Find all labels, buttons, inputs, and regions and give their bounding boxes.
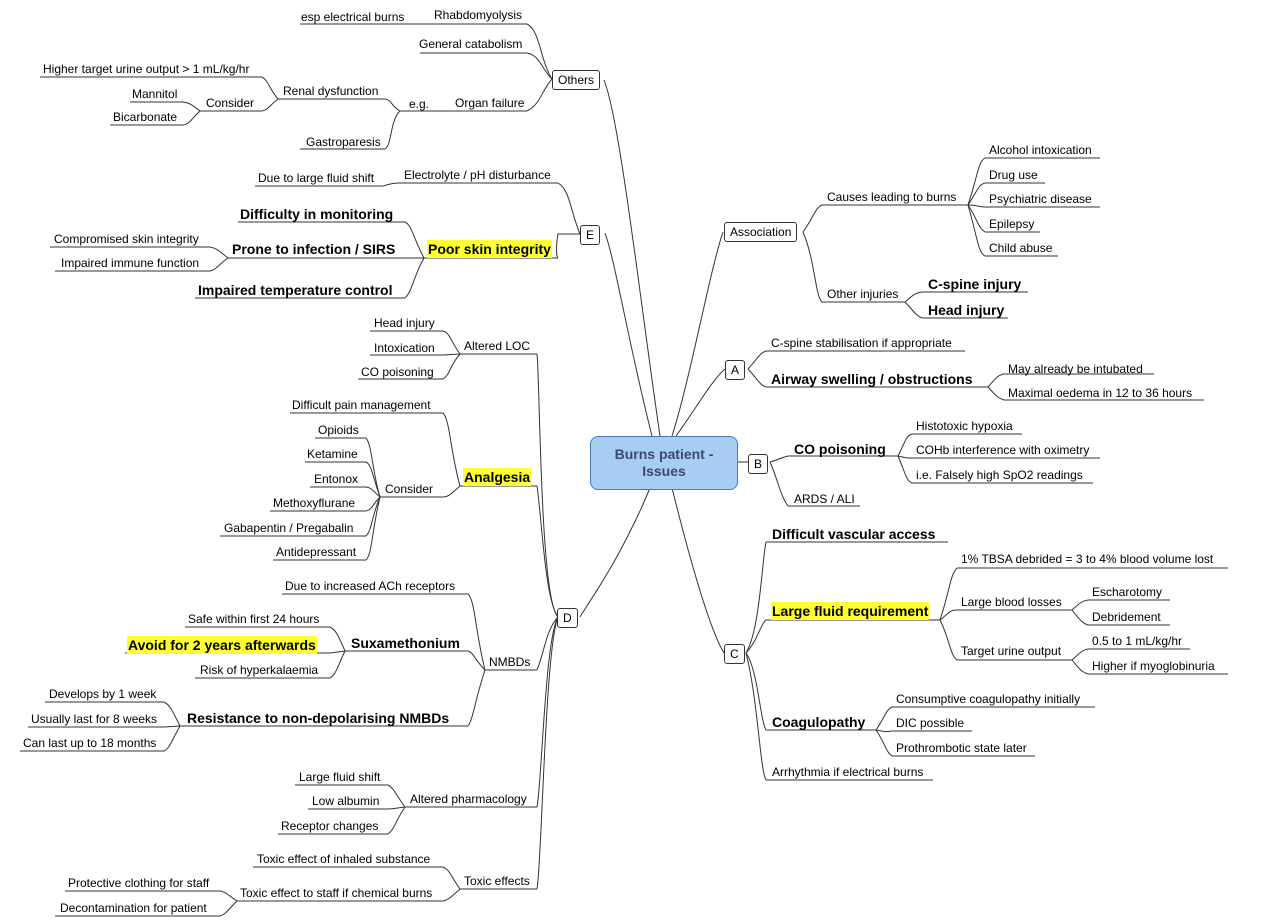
node-immune[interactable]: Impaired immune function xyxy=(61,256,200,270)
node-consider-analgesia[interactable]: Consider xyxy=(385,482,434,496)
node-causes[interactable]: Causes leading to burns xyxy=(827,190,957,204)
node-myoglobinuria[interactable]: Higher if myoglobinuria xyxy=(1092,659,1215,673)
branch-d[interactable]: D xyxy=(557,608,578,628)
node-intoxication[interactable]: Intoxication xyxy=(374,341,435,355)
node-temperature[interactable]: Impaired temperature control xyxy=(198,282,393,298)
node-esp-electrical[interactable]: esp electrical burns xyxy=(301,10,405,24)
node-ketamine[interactable]: Ketamine xyxy=(307,447,358,461)
node-dic[interactable]: DIC possible xyxy=(896,716,965,730)
node-staff[interactable]: Toxic effect to staff if chemical burns xyxy=(240,886,433,900)
node-psychiatric[interactable]: Psychiatric disease xyxy=(989,192,1092,206)
node-nmbds[interactable]: NMBDs xyxy=(489,655,531,669)
node-blood-losses[interactable]: Large blood losses xyxy=(961,595,1062,609)
node-co-poisoning-d[interactable]: CO poisoning xyxy=(361,365,434,379)
node-epilepsy[interactable]: Epilepsy xyxy=(989,217,1035,231)
node-intubated[interactable]: May already be intubated xyxy=(1008,362,1143,376)
node-protective-clothing[interactable]: Protective clothing for staff xyxy=(68,876,210,890)
node-eight-weeks[interactable]: Usually last for 8 weeks xyxy=(31,712,158,726)
node-spo2[interactable]: i.e. Falsely high SpO2 readings xyxy=(916,468,1083,482)
node-mannitol[interactable]: Mannitol xyxy=(132,87,178,101)
node-fluid-shift[interactable]: Due to large fluid shift xyxy=(258,171,375,185)
node-renal-dysfunction[interactable]: Renal dysfunction xyxy=(283,84,379,98)
node-opioids[interactable]: Opioids xyxy=(318,423,359,437)
node-arrhythmia[interactable]: Arrhythmia if electrical burns xyxy=(772,765,924,779)
node-prothrombotic[interactable]: Prothrombotic state later xyxy=(896,741,1027,755)
node-antidepressant[interactable]: Antidepressant xyxy=(276,545,357,559)
node-inhaled[interactable]: Toxic effect of inhaled substance xyxy=(257,852,431,866)
node-escharotomy[interactable]: Escharotomy xyxy=(1092,585,1163,599)
node-avoid-2-years[interactable]: Avoid for 2 years afterwards xyxy=(127,636,317,654)
node-consider-renal[interactable]: Consider xyxy=(206,96,255,110)
node-altered-loc[interactable]: Altered LOC xyxy=(464,339,531,353)
root-title: Burns patient - Issues xyxy=(614,446,714,479)
node-eighteen-months[interactable]: Can last up to 18 months xyxy=(23,736,157,750)
node-co-poisoning-b[interactable]: CO poisoning xyxy=(794,441,886,457)
node-other-injuries[interactable]: Other injuries xyxy=(827,287,899,301)
node-hyperkalaemia[interactable]: Risk of hyperkalaemia xyxy=(200,663,319,677)
node-safe-24[interactable]: Safe within first 24 hours xyxy=(188,612,320,626)
node-resistance[interactable]: Resistance to non-depolarising NMBDs xyxy=(187,710,450,726)
node-suxamethonium[interactable]: Suxamethonium xyxy=(351,635,460,651)
node-develops-1-week[interactable]: Develops by 1 week xyxy=(49,687,157,701)
branch-b[interactable]: B xyxy=(748,454,769,474)
node-toxic-effects[interactable]: Toxic effects xyxy=(464,874,530,888)
node-compromised[interactable]: Compromised skin integrity xyxy=(54,232,199,246)
node-vascular-access[interactable]: Difficult vascular access xyxy=(772,526,936,542)
node-drug-use[interactable]: Drug use xyxy=(989,168,1038,182)
node-methoxyflurane[interactable]: Methoxyflurane xyxy=(273,496,356,510)
branch-a[interactable]: A xyxy=(725,360,746,380)
node-higher-urine[interactable]: Higher target urine output > 1 mL/kg/hr xyxy=(43,62,250,76)
node-monitoring[interactable]: Difficulty in monitoring xyxy=(240,206,394,222)
node-difficult-pain[interactable]: Difficult pain management xyxy=(292,398,431,412)
node-receptor-changes[interactable]: Receptor changes xyxy=(281,819,379,833)
node-airway-swelling[interactable]: Airway swelling / obstructions xyxy=(771,371,973,387)
root-node[interactable]: Burns patient - Issues xyxy=(590,436,738,490)
node-child-abuse[interactable]: Child abuse xyxy=(989,241,1053,255)
node-bicarbonate[interactable]: Bicarbonate xyxy=(113,110,178,124)
node-oedema[interactable]: Maximal oedema in 12 to 36 hours xyxy=(1008,386,1193,400)
node-entonox[interactable]: Entonox xyxy=(314,472,359,486)
node-half-to-one[interactable]: 0.5 to 1 mL/kg/hr xyxy=(1092,634,1183,648)
node-cspine-stab[interactable]: C-spine stabilisation if appropriate xyxy=(771,336,952,350)
node-decontamination[interactable]: Decontamination for patient xyxy=(60,901,207,915)
node-debridement[interactable]: Debridement xyxy=(1092,610,1161,624)
node-fluid-requirement[interactable]: Large fluid requirement xyxy=(771,602,930,620)
node-alcohol[interactable]: Alcohol intoxication xyxy=(989,143,1092,157)
node-consumptive[interactable]: Consumptive coagulopathy initially xyxy=(896,692,1081,706)
node-tbsa[interactable]: 1% TBSA debrided = 3 to 4% blood volume … xyxy=(961,552,1214,566)
node-coagulopathy[interactable]: Coagulopathy xyxy=(772,714,866,730)
node-histotoxic[interactable]: Histotoxic hypoxia xyxy=(916,419,1013,433)
node-electrolyte[interactable]: Electrolyte / pH disturbance xyxy=(404,168,551,182)
node-ach[interactable]: Due to increased ACh receptors xyxy=(285,579,456,593)
node-rhabdomyolysis[interactable]: Rhabdomyolysis xyxy=(434,8,523,22)
node-urine-target[interactable]: Target urine output xyxy=(961,644,1062,658)
node-cspine-injury[interactable]: C-spine injury xyxy=(928,276,1022,292)
branch-association[interactable]: Association xyxy=(724,222,798,242)
node-gabapentin[interactable]: Gabapentin / Pregabalin xyxy=(224,521,354,535)
node-organ-failure[interactable]: Organ failure xyxy=(455,96,525,110)
node-head-injury-d[interactable]: Head injury xyxy=(374,316,435,330)
node-low-albumin[interactable]: Low albumin xyxy=(312,794,380,808)
node-poor-skin[interactable]: Poor skin integrity xyxy=(427,240,552,258)
node-gastroparesis[interactable]: Gastroparesis xyxy=(306,135,381,149)
branch-c[interactable]: C xyxy=(724,644,745,664)
node-analgesia[interactable]: Analgesia xyxy=(463,468,532,486)
node-eg[interactable]: e.g. xyxy=(409,97,430,111)
branch-e[interactable]: E xyxy=(580,225,601,245)
node-infection[interactable]: Prone to infection / SIRS xyxy=(232,241,396,257)
node-ards[interactable]: ARDS / ALI xyxy=(794,492,855,506)
node-large-fluid-shift[interactable]: Large fluid shift xyxy=(299,770,381,784)
node-head-injury[interactable]: Head injury xyxy=(928,302,1005,318)
branch-others[interactable]: Others xyxy=(552,70,601,90)
node-general-catabolism[interactable]: General catabolism xyxy=(419,37,523,51)
node-cohb[interactable]: COHb interference with oximetry xyxy=(916,443,1090,457)
node-altered-pharmacology[interactable]: Altered pharmacology xyxy=(410,792,527,806)
